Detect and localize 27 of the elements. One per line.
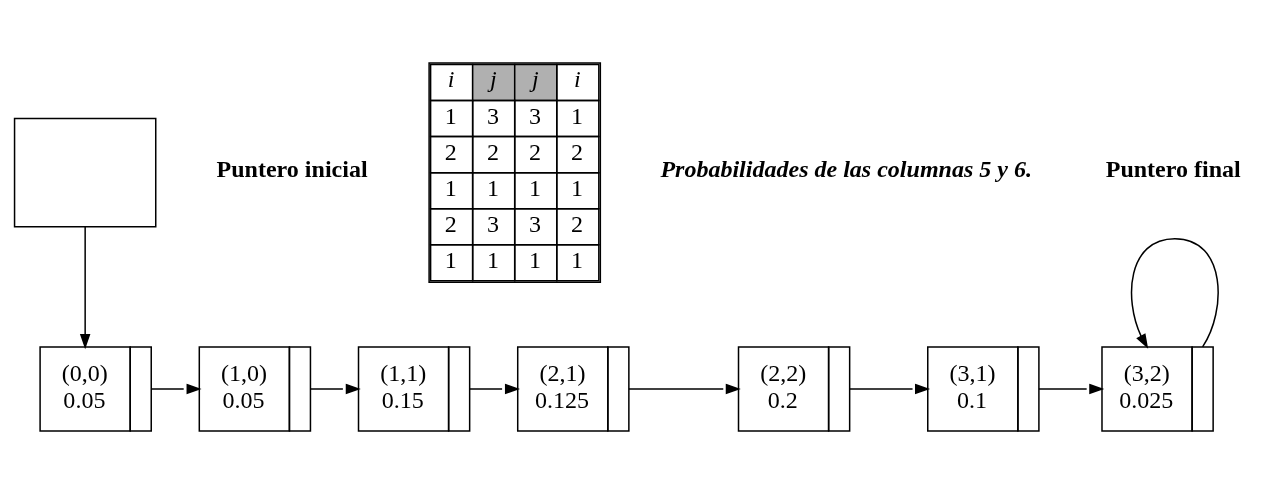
label: 1 bbox=[571, 246, 584, 273]
label: Puntero final bbox=[1105, 155, 1241, 182]
node-label: Puntero inicial bbox=[216, 155, 368, 182]
label: 1 bbox=[486, 174, 499, 201]
label: j bbox=[489, 65, 497, 92]
label: i bbox=[574, 65, 581, 92]
label: 2 bbox=[444, 210, 457, 237]
label: 2 bbox=[571, 210, 584, 237]
label: Probabilidades de las columnas 5 y 6. bbox=[660, 155, 1032, 182]
label: 1 bbox=[444, 174, 457, 201]
label: 1 bbox=[528, 174, 541, 201]
label: 2 bbox=[444, 138, 457, 165]
label: 1 bbox=[444, 246, 457, 273]
label: 1 bbox=[528, 246, 541, 273]
label: 2 bbox=[486, 138, 499, 165]
label: 2 bbox=[528, 138, 541, 165]
label: 3 bbox=[528, 102, 541, 129]
label: 1 bbox=[444, 102, 457, 129]
label: i bbox=[447, 65, 455, 92]
label: 1 bbox=[571, 174, 584, 201]
label: 2 bbox=[571, 138, 584, 165]
label: 1 bbox=[571, 102, 584, 129]
label: 3 bbox=[486, 102, 499, 129]
label: 3 bbox=[486, 210, 499, 237]
label: 1 bbox=[486, 246, 499, 273]
label: 3 bbox=[528, 210, 541, 237]
label: j bbox=[531, 65, 539, 92]
